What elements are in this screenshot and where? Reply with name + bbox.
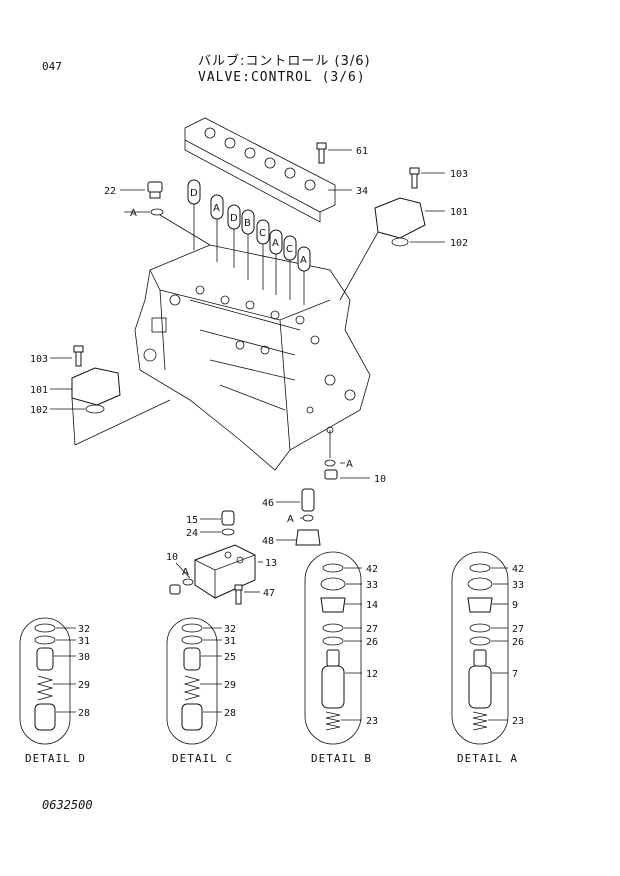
- callout-103-left: 103: [30, 354, 48, 365]
- plug-22: [120, 181, 211, 246]
- valve-body: [134, 244, 371, 471]
- ref-letter-a4: A: [300, 255, 307, 266]
- detail-b-part-4: 27: [366, 624, 378, 635]
- ref-letter-b1: B: [244, 218, 251, 229]
- detail-a-part-2: 33: [512, 580, 524, 591]
- ref-letter-a2: A: [213, 203, 220, 214]
- ref-letter-d2: D: [230, 213, 238, 224]
- detail-d-part-2: 31: [78, 636, 90, 647]
- parts-15-24: [200, 510, 235, 536]
- detail-d-part-5: 28: [78, 708, 90, 719]
- detail-b-part-1: 42: [366, 564, 378, 575]
- plug-10-upper: [324, 430, 370, 480]
- detail-a-label: DETAIL A: [457, 752, 518, 765]
- detail-c-part-4: 29: [224, 680, 236, 691]
- detail-a-part-4: 27: [512, 624, 524, 635]
- callout-34: 34: [356, 186, 368, 197]
- ref-letter-a1: A: [130, 208, 137, 219]
- callout-102-right: 102: [450, 238, 468, 249]
- detail-b-label: DETAIL B: [311, 752, 372, 765]
- detail-c-part-2: 31: [224, 636, 236, 647]
- detail-c-label: DETAIL C: [172, 752, 233, 765]
- detail-a-part-6: 7: [512, 669, 518, 680]
- callout-48: 48: [262, 536, 274, 547]
- callout-101-left: 101: [30, 385, 48, 396]
- callout-15: 15: [186, 515, 198, 526]
- detail-d-part-1: 32: [78, 624, 90, 635]
- ref-letter-a6: A: [287, 514, 294, 525]
- side-plate-right: [339, 167, 445, 301]
- title-english: VALVE:CONTROL (3/6): [198, 70, 366, 85]
- page-number: 047: [42, 60, 62, 73]
- callout-22: 22: [104, 186, 116, 197]
- callout-46: 46: [262, 498, 274, 509]
- callout-10-lower: 10: [166, 552, 178, 563]
- detail-d-part-3: 30: [78, 652, 90, 663]
- callout-61: 61: [356, 146, 368, 157]
- ref-letter-a3: A: [272, 238, 279, 249]
- detail-b: 42 33 14 27 26 12 23 DETAIL B: [304, 551, 378, 765]
- callout-24: 24: [186, 528, 198, 539]
- bolt-61: [316, 142, 352, 164]
- detail-a-part-7: 23: [512, 716, 524, 727]
- title-japanese: バルブ:コントロール (3/6): [198, 54, 371, 69]
- ref-letter-a5: A: [346, 459, 353, 470]
- callout-103-right: 103: [450, 169, 468, 180]
- ref-letter-a7: A: [182, 567, 189, 578]
- detail-a-part-3: 9: [512, 600, 518, 611]
- detail-a-part-1: 42: [512, 564, 524, 575]
- document-number: 0632500: [42, 798, 93, 812]
- detail-a: 42 33 9 27 26 7 23 DETAIL A: [451, 551, 524, 765]
- callout-13: 13: [265, 558, 277, 569]
- detail-b-part-5: 26: [366, 637, 378, 648]
- callout-102-left: 102: [30, 405, 48, 416]
- detail-a-part-5: 26: [512, 637, 524, 648]
- callout-101-right: 101: [450, 207, 468, 218]
- detail-b-part-3: 14: [366, 600, 378, 611]
- detail-b-part-6: 12: [366, 669, 378, 680]
- parts-46-48: [276, 488, 321, 546]
- detail-d-part-4: 29: [78, 680, 90, 691]
- side-plate-left: [50, 345, 171, 446]
- detail-c-part-1: 32: [224, 624, 236, 635]
- ref-letter-c1: C: [259, 228, 266, 239]
- ref-letter-c2: C: [286, 244, 293, 255]
- ref-letter-d1: D: [190, 188, 198, 199]
- detail-d-label: DETAIL D: [25, 752, 86, 765]
- detail-b-part-2: 33: [366, 580, 378, 591]
- block-13: [169, 544, 263, 605]
- callout-47: 47: [263, 588, 275, 599]
- cover-plate: [184, 117, 336, 223]
- callout-10-upper: 10: [374, 474, 386, 485]
- detail-d: 32 31 30 29 28 DETAIL D: [19, 617, 90, 765]
- detail-c: 32 31 25 29 28 DETAIL C: [166, 617, 236, 765]
- detail-c-part-3: 25: [224, 652, 236, 663]
- spool-caps: [187, 179, 311, 305]
- detail-c-part-5: 28: [224, 708, 236, 719]
- detail-b-part-7: 23: [366, 716, 378, 727]
